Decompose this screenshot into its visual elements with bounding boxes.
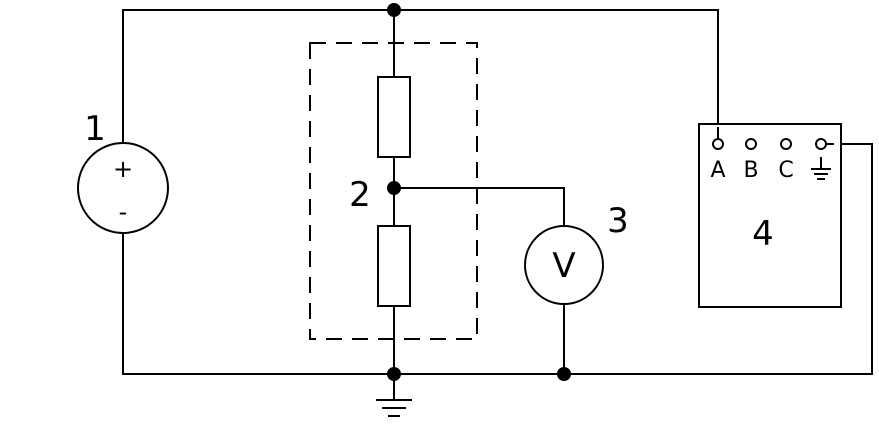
resistor-upper [377,76,411,158]
source-minus-sign: - [119,198,128,226]
wire-bottom [122,143,873,375]
label-instrument: 4 [752,214,774,254]
terminal-b-icon [745,138,757,150]
instrument: A B C 4 [698,123,842,308]
resistor-lower [377,225,411,307]
terminal-a-icon [712,138,724,150]
label-voltmeter: 3 [607,201,629,241]
voltage-source: + - [77,142,169,234]
voltmeter: V [524,225,604,305]
ground-icon [376,399,412,417]
terminal-ground-icon [815,138,827,150]
instrument-box [698,123,842,308]
terminal-c-icon [780,138,792,150]
source-plus-sign: + [113,155,133,183]
junction-dot-bottom [387,367,401,381]
junction-dot-voltmeter [557,367,571,381]
voltmeter-symbol: V [552,246,575,286]
voltage-source-circle [77,142,169,234]
voltmeter-circle [524,225,604,305]
wires [122,9,873,400]
terminal-ground-symbol-icon [811,157,831,180]
label-source: 1 [84,109,106,149]
label-divider: 2 [349,175,371,215]
junction-dot-top [387,3,401,17]
terminal-label-b: B [743,158,758,183]
terminal-label-c: C [778,158,793,183]
junction-dot-divider [387,181,401,195]
divider-enclosure [309,42,478,340]
wire-to-voltmeter [394,187,565,226]
wire-top [122,9,719,143]
terminal-label-a: A [710,158,725,183]
